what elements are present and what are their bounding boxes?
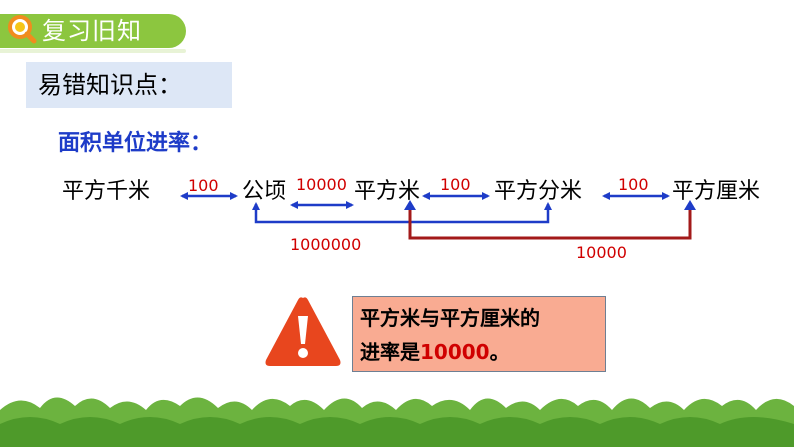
rate-dm2-cm2: 100 xyxy=(618,175,649,194)
section-title: 面积单位进率： xyxy=(58,131,213,156)
note-line-2-suffix: 。 xyxy=(489,340,510,364)
note-line-1: 平方米与平方厘米的 xyxy=(360,306,540,330)
note-number: 10000 xyxy=(420,340,490,364)
warning-icon xyxy=(265,297,341,366)
magnifier-logo-icon xyxy=(8,15,37,44)
label-text: 易错知识点： xyxy=(38,71,182,99)
rate-ha-dm2: 1000000 xyxy=(290,235,362,254)
rate-ha-m2: 10000 xyxy=(296,175,347,194)
unit-hectare: 公顷 xyxy=(242,179,287,204)
page-title: 复习旧知 xyxy=(42,17,142,45)
bracket-ha-dm2 xyxy=(252,202,552,224)
label-box xyxy=(26,62,232,108)
note-line-2-prefix: 进率是 xyxy=(360,340,420,364)
bracket-m2-cm2 xyxy=(408,204,692,240)
rate-m2-dm2: 100 xyxy=(440,175,471,194)
note-box xyxy=(352,296,606,372)
note-line-2: 进率是10000。 xyxy=(360,338,510,366)
rate-km2-ha: 100 xyxy=(188,176,219,195)
unit-square-centimeter: 平方厘米 xyxy=(672,179,761,204)
unit-square-kilometer: 平方千米 xyxy=(62,179,151,204)
grass-decoration xyxy=(0,397,794,447)
unit-square-meter: 平方米 xyxy=(354,179,421,204)
rate-m2-cm2: 10000 xyxy=(576,243,627,262)
unit-square-decimeter: 平方分米 xyxy=(494,179,583,204)
